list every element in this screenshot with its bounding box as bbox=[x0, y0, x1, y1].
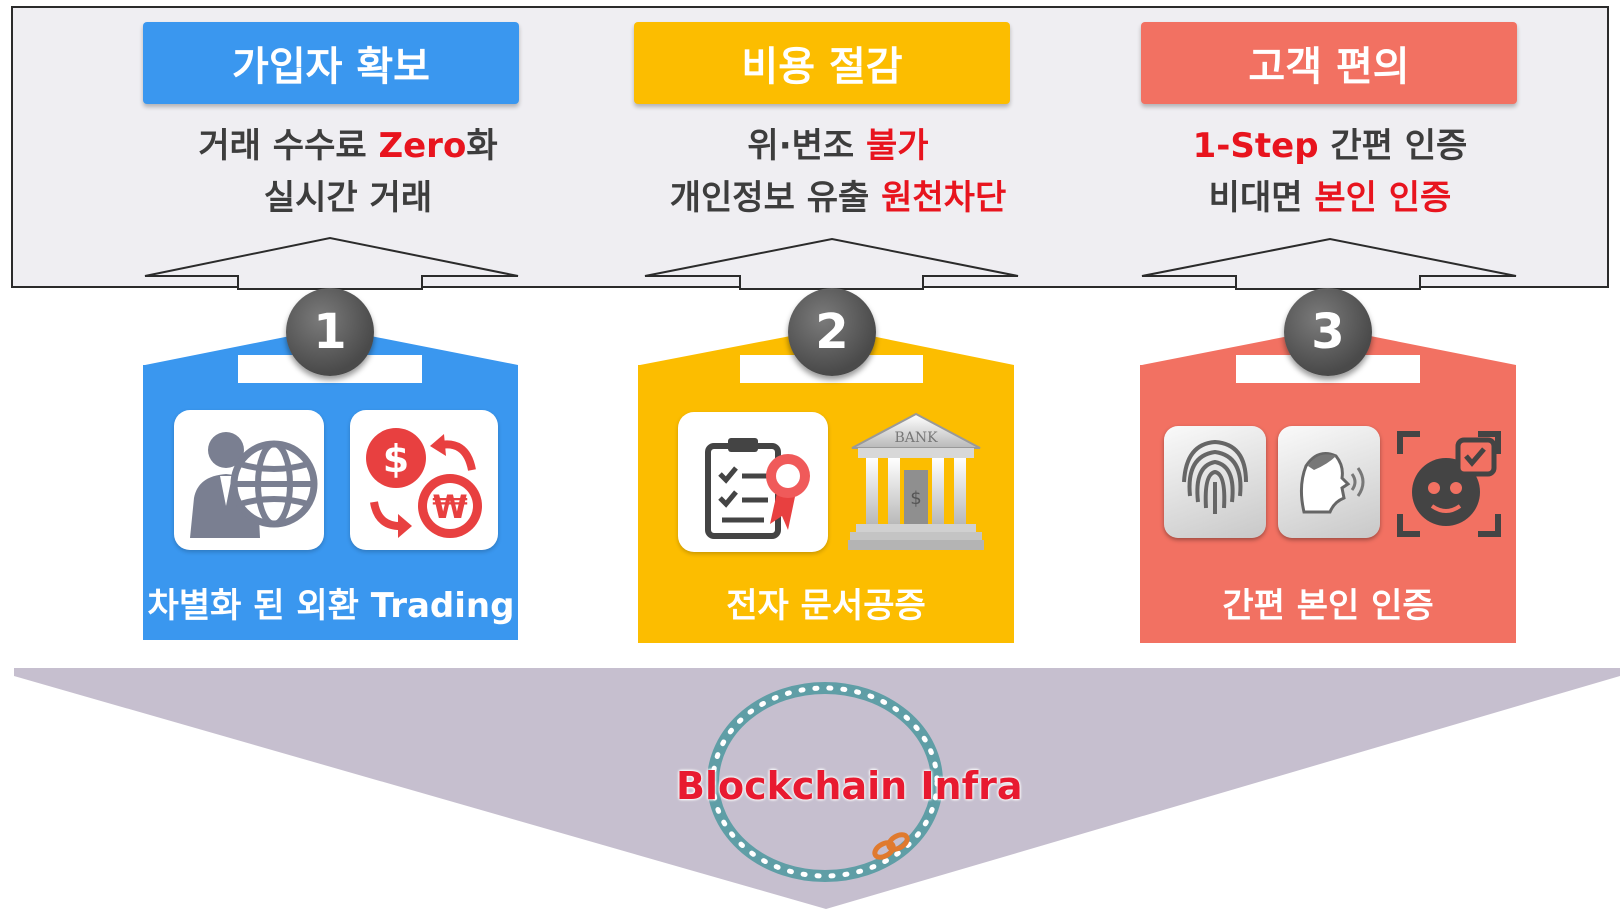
infra-triangle bbox=[14, 668, 1620, 909]
desc-3-line-1-highlight: 1-Step bbox=[1192, 126, 1319, 166]
desc-2-line-1-text: 위·변조 bbox=[747, 126, 867, 166]
outline-arrows bbox=[144, 236, 1517, 290]
desc-2-line-1: 위·변조 불가 bbox=[598, 120, 1078, 172]
face-recognition-icon bbox=[1396, 430, 1502, 538]
step-number-2: 2 bbox=[788, 288, 876, 376]
svg-text:$: $ bbox=[910, 488, 921, 509]
blockchain-ring-icon bbox=[707, 682, 943, 882]
header-customer-convenience: 고객 편의 bbox=[1141, 22, 1517, 104]
currency-exchange-icon: $ ₩ bbox=[350, 410, 498, 550]
svg-text:$: $ bbox=[383, 437, 409, 481]
svg-text:₩: ₩ bbox=[432, 488, 467, 526]
desc-3-line-2-text: 비대면 bbox=[1208, 178, 1315, 218]
desc-1-line-2: 실시간 거래 bbox=[263, 178, 433, 218]
desc-2-line-2-text: 개인정보 유출 bbox=[669, 178, 882, 218]
desc-1-line-1: 거래 수수료 Zero화 bbox=[108, 120, 588, 172]
desc-3-line-1-text: 간편 인증 bbox=[1318, 126, 1468, 166]
outline-arrow-2 bbox=[644, 237, 1019, 290]
desc-column-1: 거래 수수료 Zero화 실시간 거래 bbox=[108, 120, 588, 224]
fingerprint-icon bbox=[1164, 426, 1266, 538]
voice-recognition-icon bbox=[1278, 426, 1380, 538]
desc-1-line-1-text: 거래 수수료 bbox=[198, 126, 379, 166]
businessman-globe-icon bbox=[174, 410, 324, 550]
card-1-shape bbox=[143, 328, 518, 640]
desc-2-line-2-highlight: 원천차단 bbox=[881, 178, 1007, 218]
outline-arrow-3 bbox=[1141, 237, 1517, 290]
desc-1-line-1-highlight: Zero bbox=[378, 126, 467, 166]
caption-e-notarization: 전자 문서공증 bbox=[726, 586, 926, 626]
desc-column-2: 위·변조 불가 개인정보 유출 원천차단 bbox=[598, 120, 1078, 224]
desc-3-line-2-highlight: 본인 인증 bbox=[1314, 178, 1452, 218]
header-cost-reduction: 비용 절감 bbox=[634, 22, 1010, 104]
step-number-3: 3 bbox=[1284, 288, 1372, 376]
caption-fx-trading: 차별화 된 외환 Trading bbox=[147, 586, 515, 626]
chain-link-icon bbox=[872, 832, 910, 860]
outline-arrow-1 bbox=[144, 236, 519, 290]
bank-sign: BANK bbox=[894, 430, 938, 446]
desc-2-line-2: 개인정보 유출 원천차단 bbox=[598, 172, 1078, 224]
header-subscriber-acquisition: 가입자 확보 bbox=[143, 22, 519, 104]
certified-document-icon bbox=[678, 412, 828, 552]
blockchain-infra-label: Blockchain Infra bbox=[676, 764, 1023, 808]
desc-1-line-1-suffix: 화 bbox=[466, 126, 498, 166]
desc-3-line-2: 비대면 본인 인증 bbox=[1090, 172, 1570, 224]
bank-icon: BANK $ bbox=[848, 408, 984, 556]
desc-column-3: 1-Step 간편 인증 비대면 본인 인증 bbox=[1090, 120, 1570, 224]
step-number-1: 1 bbox=[286, 288, 374, 376]
desc-3-line-1: 1-Step 간편 인증 bbox=[1090, 120, 1570, 172]
desc-2-line-1-highlight: 불가 bbox=[866, 126, 929, 166]
caption-simple-identity-auth: 간편 본인 인증 bbox=[1222, 586, 1434, 626]
